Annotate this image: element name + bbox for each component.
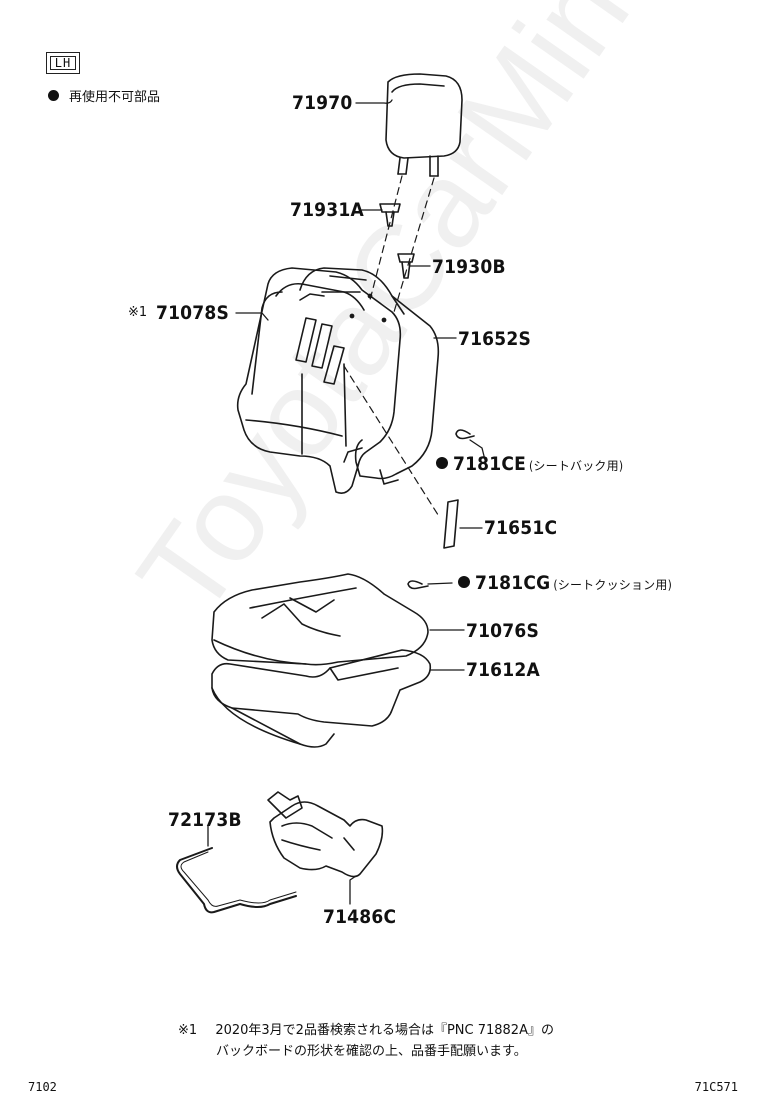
footnote: ※1 2020年3月で2品番検索される場合は『PNC 71882A』の バックボ… [178, 1020, 554, 1062]
lh-badge-text: LH [54, 56, 72, 70]
part-71931A[interactable]: 71931A [290, 199, 364, 221]
part-7181CE[interactable]: 7181CE [453, 453, 526, 475]
part-71652S[interactable]: 71652S [458, 328, 531, 350]
page-code-right: 71C571 [694, 1080, 738, 1094]
wire-drawing [176, 847, 297, 914]
seatback-note: (シートバック用) [529, 459, 624, 473]
non-reusable-dot-icon [436, 457, 448, 469]
bracket-drawing [267, 791, 384, 878]
footnote-line1: 2020年3月で2品番検索される場合は『PNC 71882A』の [215, 1023, 554, 1038]
ref-mark: ※1 [128, 305, 148, 320]
seatback-cover-drawing [236, 267, 402, 494]
footnote-line2: バックボードの形状を確認の上、品番手配願います。 [216, 1044, 527, 1059]
pad-guide-line [343, 365, 441, 519]
clip-cg-drawing [407, 580, 429, 590]
part-71076S[interactable]: 71076S [466, 620, 539, 642]
lh-badge: LH [46, 52, 80, 74]
footnote-marker: ※1 [178, 1023, 198, 1038]
headrest-drawing [385, 73, 463, 177]
part-71970[interactable]: 71970 [292, 92, 353, 114]
headrest-guide-lines [369, 175, 435, 313]
wire-drawing-inner [180, 851, 297, 907]
guide-screw-b [397, 253, 415, 279]
part-7181CE-row: 7181CE(シートバック用) [436, 453, 623, 475]
pad-drawing [443, 499, 459, 549]
part-71612A[interactable]: 71612A [466, 659, 540, 681]
legend: 再使用不可部品 [48, 86, 160, 105]
cushion-cover-drawing [211, 573, 429, 666]
part-7181CG-row: 7181CG(シートクッション用) [458, 572, 672, 594]
part-7181CG[interactable]: 7181CG [475, 572, 551, 594]
part-71078S[interactable]: 71078S [156, 302, 229, 324]
part-71651C[interactable]: 71651C [484, 517, 558, 539]
non-reusable-dot-icon [48, 90, 59, 101]
part-71930B[interactable]: 71930B [432, 256, 506, 278]
guide-screw-a [379, 203, 401, 227]
non-reusable-dot-icon [458, 576, 470, 588]
legend-text: 再使用不可部品 [69, 90, 161, 105]
part-71486C[interactable]: 71486C [323, 906, 397, 928]
cushion-note: (シートクッション用) [553, 578, 672, 592]
page-code-left: 7102 [28, 1080, 57, 1094]
cushion-pad-drawing [211, 649, 432, 748]
seatback-board-drawing [299, 267, 440, 485]
part-72173B[interactable]: 72173B [168, 809, 242, 831]
leader-lines [207, 99, 487, 905]
clip-ce-drawing [455, 429, 475, 440]
